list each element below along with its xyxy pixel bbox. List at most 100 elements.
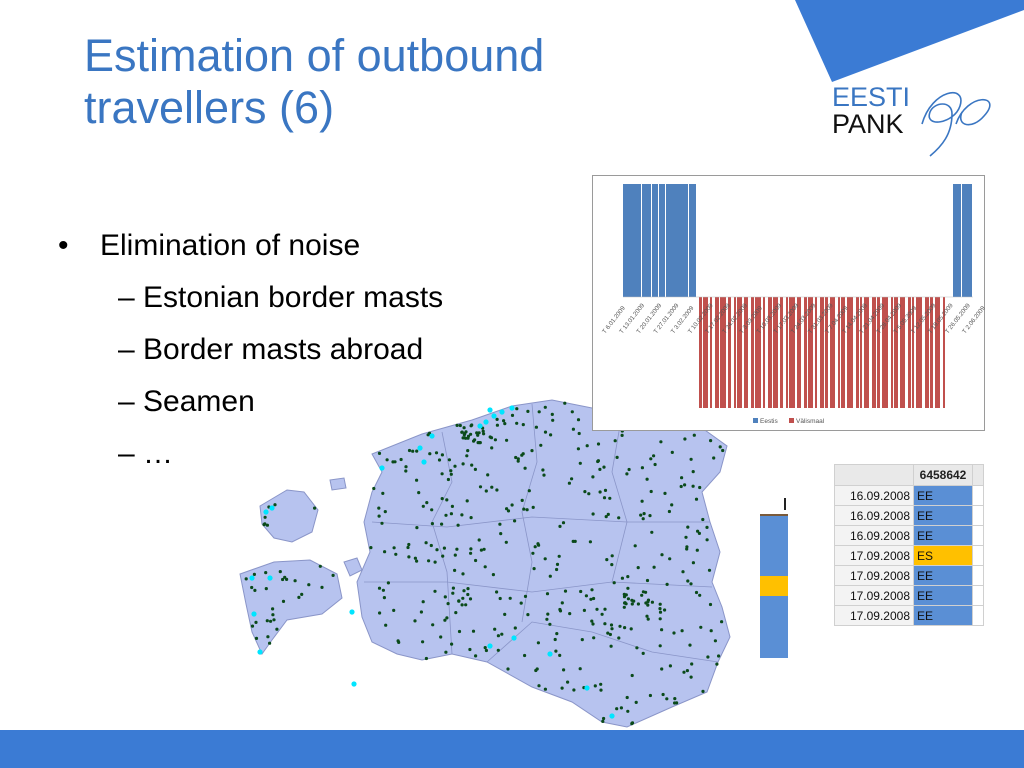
mast-dot — [300, 592, 304, 596]
title-line-1: Estimation of outbound — [84, 30, 545, 81]
mast-dot — [455, 547, 459, 551]
border-mast-dot — [379, 465, 385, 471]
mast-dot — [331, 573, 335, 577]
mast-dot — [539, 443, 543, 447]
mast-dot — [590, 619, 594, 623]
mast-dot — [534, 668, 538, 673]
bar-valismaal — [808, 297, 813, 408]
border-mast-dot — [511, 635, 517, 641]
mast-dot — [560, 686, 564, 690]
bullet-sub-4: – … — [118, 437, 174, 470]
mast-dot — [558, 524, 562, 528]
mast-dot — [603, 607, 607, 611]
bullet-sub-2: – Border masts abroad — [118, 333, 424, 366]
border-mast-dot — [429, 433, 435, 439]
mast-dot — [439, 635, 443, 639]
border-mast-dot — [251, 611, 257, 617]
mast-dot — [407, 555, 411, 559]
mast-dot — [625, 472, 629, 476]
bar-eestis — [642, 184, 651, 297]
table-column-strip — [760, 498, 788, 658]
mast-dot — [508, 596, 512, 600]
mast-dot — [526, 613, 530, 617]
mast-dot — [372, 486, 376, 491]
mast-dot — [491, 573, 495, 577]
mast-dot — [698, 485, 702, 490]
mast-dot — [466, 592, 470, 597]
mast-dot — [608, 632, 612, 637]
mast-dot — [421, 640, 425, 644]
mast-dot — [320, 585, 324, 589]
mast-dot — [460, 603, 464, 607]
mast-dot — [650, 530, 654, 534]
mast-dot — [450, 504, 454, 508]
mast-dot — [415, 449, 419, 453]
mast-dot — [658, 607, 662, 611]
mast-dot — [640, 593, 644, 597]
mast-dot — [709, 629, 713, 633]
logo-line-1: EESTI — [832, 82, 911, 112]
mast-dot — [707, 568, 712, 572]
county-borders — [364, 403, 719, 663]
bar-valismaal — [804, 297, 807, 408]
mast-dot — [445, 498, 449, 502]
mast-dot — [685, 669, 689, 673]
border-mast-dot — [269, 505, 275, 511]
mast-dot — [596, 459, 600, 463]
border-mast-dot — [487, 407, 493, 413]
mast-dot — [383, 550, 387, 554]
mast-dot — [642, 512, 646, 516]
mast-dot — [545, 592, 550, 596]
mast-dot — [532, 567, 536, 571]
mast-dot — [672, 631, 676, 635]
table-header-row: 6458642 — [834, 464, 984, 486]
border-mast-dot — [547, 651, 553, 657]
mast-dot — [415, 478, 419, 482]
mast-dot — [411, 449, 415, 453]
mast-dot — [444, 650, 448, 654]
mast-dot — [670, 450, 674, 454]
bar-eestis — [666, 184, 688, 297]
mast-dot — [445, 616, 449, 620]
mast-dot — [591, 475, 595, 479]
mast-dot — [430, 508, 434, 512]
row-country-code: ES — [913, 545, 973, 566]
legend-swatch — [753, 418, 758, 423]
mast-dot — [706, 655, 710, 659]
mast-dot — [433, 589, 437, 593]
mast-dot — [269, 619, 273, 623]
mast-dot — [404, 465, 408, 469]
border-mast-dot — [263, 509, 269, 515]
mast-dot — [622, 595, 627, 599]
mast-dot — [667, 509, 671, 514]
mast-dot — [608, 496, 612, 500]
row-date: 17.09.2008 — [834, 585, 914, 606]
mast-dot — [466, 436, 470, 440]
border-mast-dot — [509, 405, 515, 411]
mast-dot — [615, 707, 619, 711]
mast-dot — [435, 548, 439, 552]
mast-dot — [715, 662, 719, 666]
mast-dot — [377, 514, 381, 518]
mast-dot — [618, 624, 622, 628]
mast-dot — [504, 540, 508, 544]
mast-dot — [434, 451, 439, 455]
mast-dot — [659, 440, 663, 444]
mast-dot — [271, 613, 275, 617]
mast-dot — [663, 608, 667, 612]
mast-dot — [673, 701, 677, 705]
mast-dot — [266, 635, 270, 639]
bar-valismaal — [891, 297, 893, 408]
mast-dot — [578, 667, 582, 671]
mast-dot — [542, 473, 546, 477]
mast-dot — [458, 423, 462, 428]
mast-dot — [514, 455, 518, 460]
mast-dot — [442, 546, 446, 550]
mast-dot — [443, 595, 447, 599]
border-mast-dot — [249, 575, 255, 581]
mast-dot — [536, 641, 540, 645]
mast-dot — [699, 625, 703, 629]
mast-dot — [506, 509, 511, 513]
bar-valismaal — [935, 297, 940, 408]
mast-dot — [690, 662, 694, 666]
